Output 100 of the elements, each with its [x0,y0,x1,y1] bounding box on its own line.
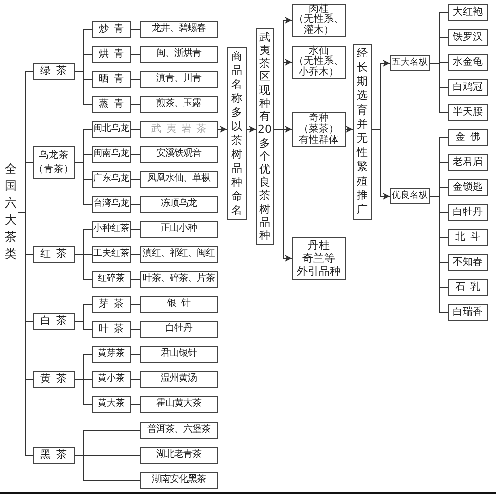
subcategory-box: 黄大茶 [92,396,131,413]
connector-line [130,79,140,80]
cultivar-box: 北斗 [448,229,488,246]
product-box: 温州黄汤 [140,371,218,388]
connector-line [130,29,140,30]
connector-line [130,204,140,205]
product-box: 武夷岩茶 [140,121,218,138]
connector-line [130,304,140,305]
subcategory-box: 红碎茶 [92,271,131,288]
subcategory-box: 蒸青 [92,96,131,113]
connector-line [130,229,140,230]
product-box: 滇青、川青 [140,71,218,88]
connector-line [74,321,92,330]
category-box: 黑茶 [33,447,75,464]
cultivar-box: 白鸡冠 [448,79,488,96]
connector-line [130,354,140,355]
cultivar-box: 半天腰 [448,104,488,121]
root-label: 全国六大茶类 [4,160,18,264]
category-box: 黄茶 [33,371,75,388]
subcategory-box: 晒青 [92,71,131,88]
variety-name: 丹桂 [308,239,330,252]
cultivar-box: 石乳 [448,279,488,296]
connector-line [74,379,92,405]
connector-line [130,254,140,255]
connector-line [130,279,140,280]
product-box: 叶茶、碎茶、片茶 [140,271,218,288]
variety-note: （无性系、小乔木） [293,57,345,78]
variety-note: （菜茶）有性群体 [298,124,340,146]
product-box: 龙井、碧螺春 [140,21,218,38]
cultivar-box: 不知春 [448,254,488,271]
connector-line [130,329,140,330]
cultivar-box: 铁罗汉 [448,29,488,46]
cultivar-box: 白瑞香 [448,304,488,321]
connector-line [74,71,92,105]
connector-line [130,379,140,380]
category-box: 红茶 [33,246,75,263]
subcategory-box: 炒青 [92,21,131,38]
category-box: 白茶 [33,313,75,330]
product-box: 霍山黄大茶 [140,396,218,413]
arrow [246,126,256,133]
cultivar-box: 大红袍 [448,4,488,21]
connector-line [430,63,448,113]
variety-note: 奇兰等 [302,252,336,265]
variety-box [292,4,346,37]
subcategory-box: 广东乌龙 [92,171,131,188]
subcategory-box: 工夫红茶 [92,246,131,263]
connector-line [130,104,140,105]
cultivar-box: 金佛 [448,129,488,146]
subcategory-box: 闽南乌龙 [92,146,131,163]
product-box: 安溪铁观音 [140,146,218,163]
product-box: 煎茶、玉露 [140,96,218,113]
category-box: 乌龙茶（青茶） [33,146,75,179]
group-box: 五大名枞 [390,55,430,71]
subcategory-box: 芽茶 [92,296,131,313]
cultivar-box: 水金龟 [448,54,488,71]
connector-line [130,54,140,55]
variety-box [292,237,346,280]
subcategory-box: 小种红茶 [92,221,131,238]
connector-line [130,129,140,130]
connector-line [74,455,140,481]
connector-line [74,254,92,280]
variety-name: 肉桂 [309,4,329,15]
product-box: 凤凰水仙、单枞 [140,171,218,188]
subcategory-box: 闽北乌龙 [92,121,131,138]
product-box: 白牡丹 [140,321,218,338]
product-box: 湖南安化黑茶 [140,472,218,489]
subcategory-box: 烘青 [92,46,131,63]
variety-box [292,46,346,79]
cultivar-box: 老君眉 [448,154,488,171]
arrow [218,126,228,133]
vertical-text-box: 武夷茶区现种有20多个优良茶树品种 [256,28,274,245]
variety-name: 水仙 [309,46,329,57]
variety-name: 奇种 [309,113,329,124]
subcategory-box: 黄芽茶 [92,346,131,363]
connector-line [130,154,140,155]
product-box: 普洱茶、六堡茶 [140,422,218,439]
variety-note: （无性系、灌木） [293,15,345,36]
connector-line [130,404,140,405]
connector-line [130,179,140,180]
vertical-text-box: 经长期选育并无性繁殖推广 [353,44,372,220]
connector-line [74,162,92,205]
subcategory-box: 黄小茶 [92,371,131,388]
cultivar-box: 金锁匙 [448,179,488,196]
connector-line [430,196,448,313]
product-box: 正山小种 [140,221,218,238]
cultivar-box: 白牡丹 [448,204,488,221]
product-box: 君山银针 [140,346,218,363]
vertical-text-box: 商品名称多以茶树品种命名 [227,47,247,220]
product-box: 闽、浙烘青 [140,46,218,63]
subcategory-box: 叶茶 [92,321,131,338]
group-box: 优良名枞 [390,188,430,204]
subcategory-box: 台湾乌龙 [92,196,131,213]
variety-note: 外引品种 [297,265,341,278]
connector-line [18,212,34,456]
product-box: 滇红、祁红、闽红 [140,246,218,263]
product-box: 银针 [140,296,218,313]
arrow [346,126,354,133]
arrow [274,129,292,262]
product-box: 冻顶乌龙 [140,196,218,213]
category-box: 绿茶 [33,63,75,80]
